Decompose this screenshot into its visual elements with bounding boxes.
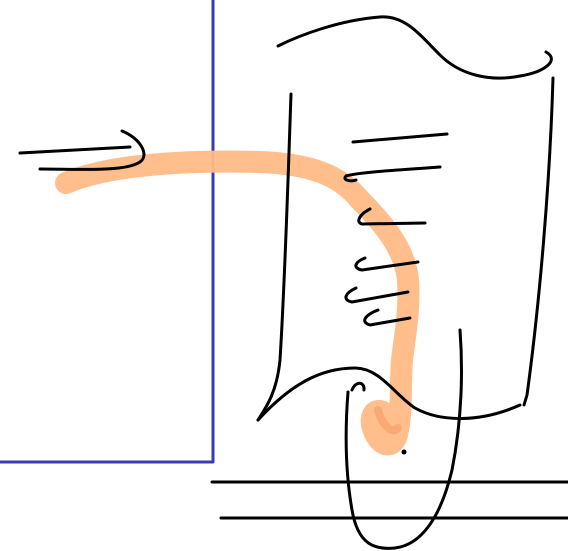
container-bottom [256, 366, 522, 422]
container-rim [276, 15, 553, 80]
bottom-loop [344, 328, 463, 550]
arrow-head [38, 129, 146, 171]
mark-line-3 [357, 207, 427, 226]
mark-line-5 [344, 286, 410, 304]
ink-dot [401, 449, 407, 455]
arrow-top-line [18, 145, 132, 155]
bottom-loop-knot [350, 381, 366, 392]
mark-line-6 [363, 308, 412, 327]
orange-highlight-path [55, 150, 420, 456]
mark-line-4 [354, 256, 420, 272]
orange-highlight-inner [374, 406, 402, 435]
container-left-wall [256, 92, 293, 422]
mark-line-2 [343, 165, 442, 183]
blue-frame [0, 0, 215, 464]
mark-line-1 [351, 132, 449, 144]
container-right-wall [522, 76, 555, 407]
